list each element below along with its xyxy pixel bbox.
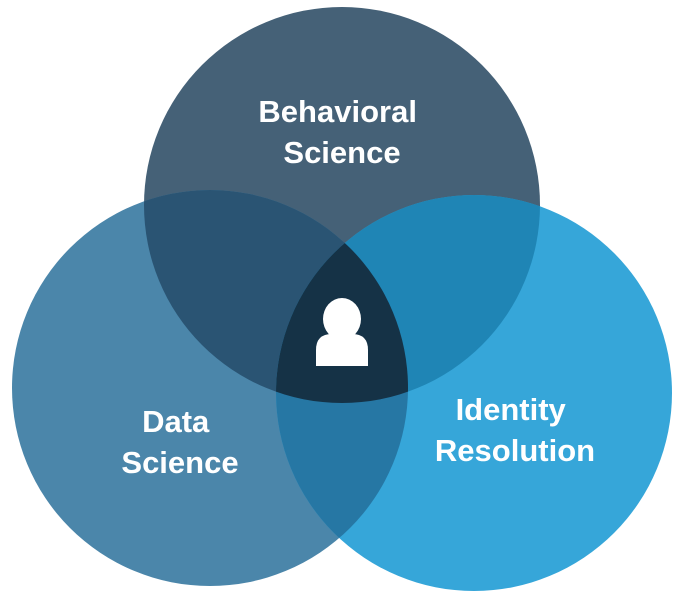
behavioral-science-label-line-1: Behavioral [258,94,417,129]
identity-resolution-label: Identity Resolution [435,392,595,468]
identity-resolution-label-line-1: Identity [456,392,567,427]
person-icon [316,298,368,366]
identity-resolution-label-line-2: Resolution [435,433,595,468]
data-science-label: Data Science [121,404,238,480]
data-science-label-line-1: Data [142,404,210,439]
center-overlap [276,195,408,403]
behavioral-science-label-line-2: Science [283,135,400,170]
behavioral-science-label: Behavioral Science [258,94,425,170]
data-science-label-line-2: Science [121,445,238,480]
